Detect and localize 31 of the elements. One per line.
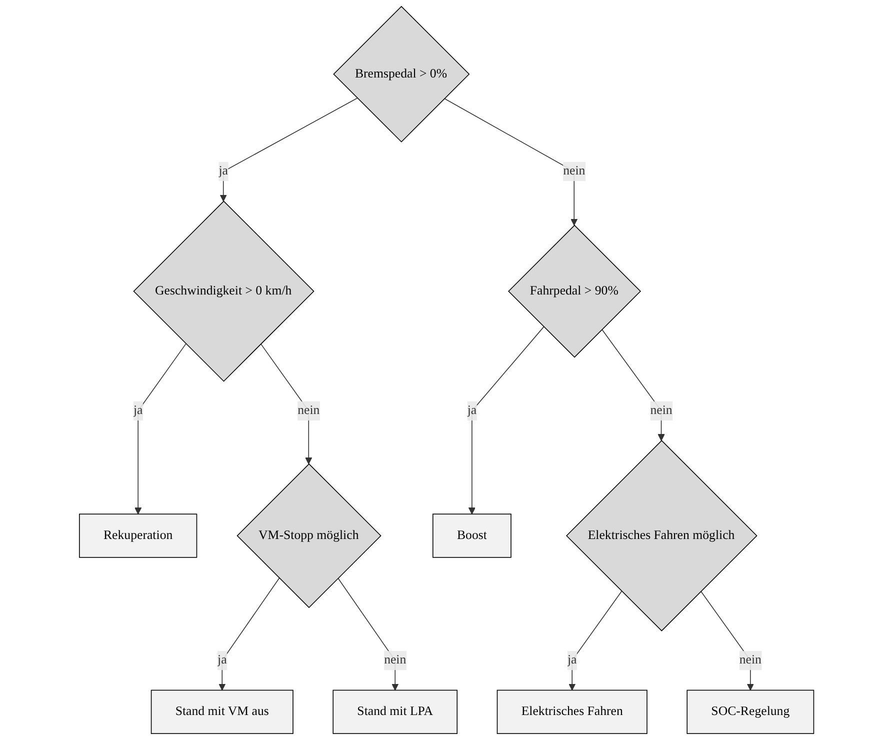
edge-label: nein [740, 653, 762, 667]
node-diamond: Fahrpedal > 90% [508, 224, 642, 358]
node-box: Stand mit LPA [333, 690, 458, 734]
arrow [134, 343, 187, 514]
edge-label: nein [384, 653, 407, 667]
edge-label: ja [568, 653, 578, 667]
arrow [260, 343, 313, 464]
node-diamond: VM-Stopp möglich [237, 463, 382, 608]
edge-label: ja [468, 404, 478, 418]
arrow [338, 578, 400, 691]
node-diamond: Geschwindigkeit > 0 km/h [134, 200, 315, 382]
edge-label: nein [563, 164, 586, 178]
edge-label: nein [298, 404, 320, 418]
edge-label: nein [650, 404, 673, 418]
node-box: SOC-Regelung [687, 690, 815, 734]
arrow [444, 98, 578, 226]
node-box: Boost [432, 514, 512, 558]
node-box: Elektrisches Fahren [497, 690, 648, 734]
arrow [220, 98, 358, 202]
arrow [468, 326, 545, 514]
arrow [602, 329, 666, 441]
node-diamond: Bremspedal > 0% [334, 6, 470, 142]
edge-label: ja [134, 404, 144, 418]
arrow [700, 590, 754, 691]
node-box: Rekuperation [79, 514, 198, 558]
node-box: Stand mit VM aus [151, 690, 294, 734]
arrow [219, 578, 280, 691]
arrow [569, 590, 622, 691]
edge-label: ja [219, 164, 228, 178]
edge-label: ja [218, 653, 228, 667]
node-diamond: Elektrisches Fahren möglich [566, 440, 758, 632]
